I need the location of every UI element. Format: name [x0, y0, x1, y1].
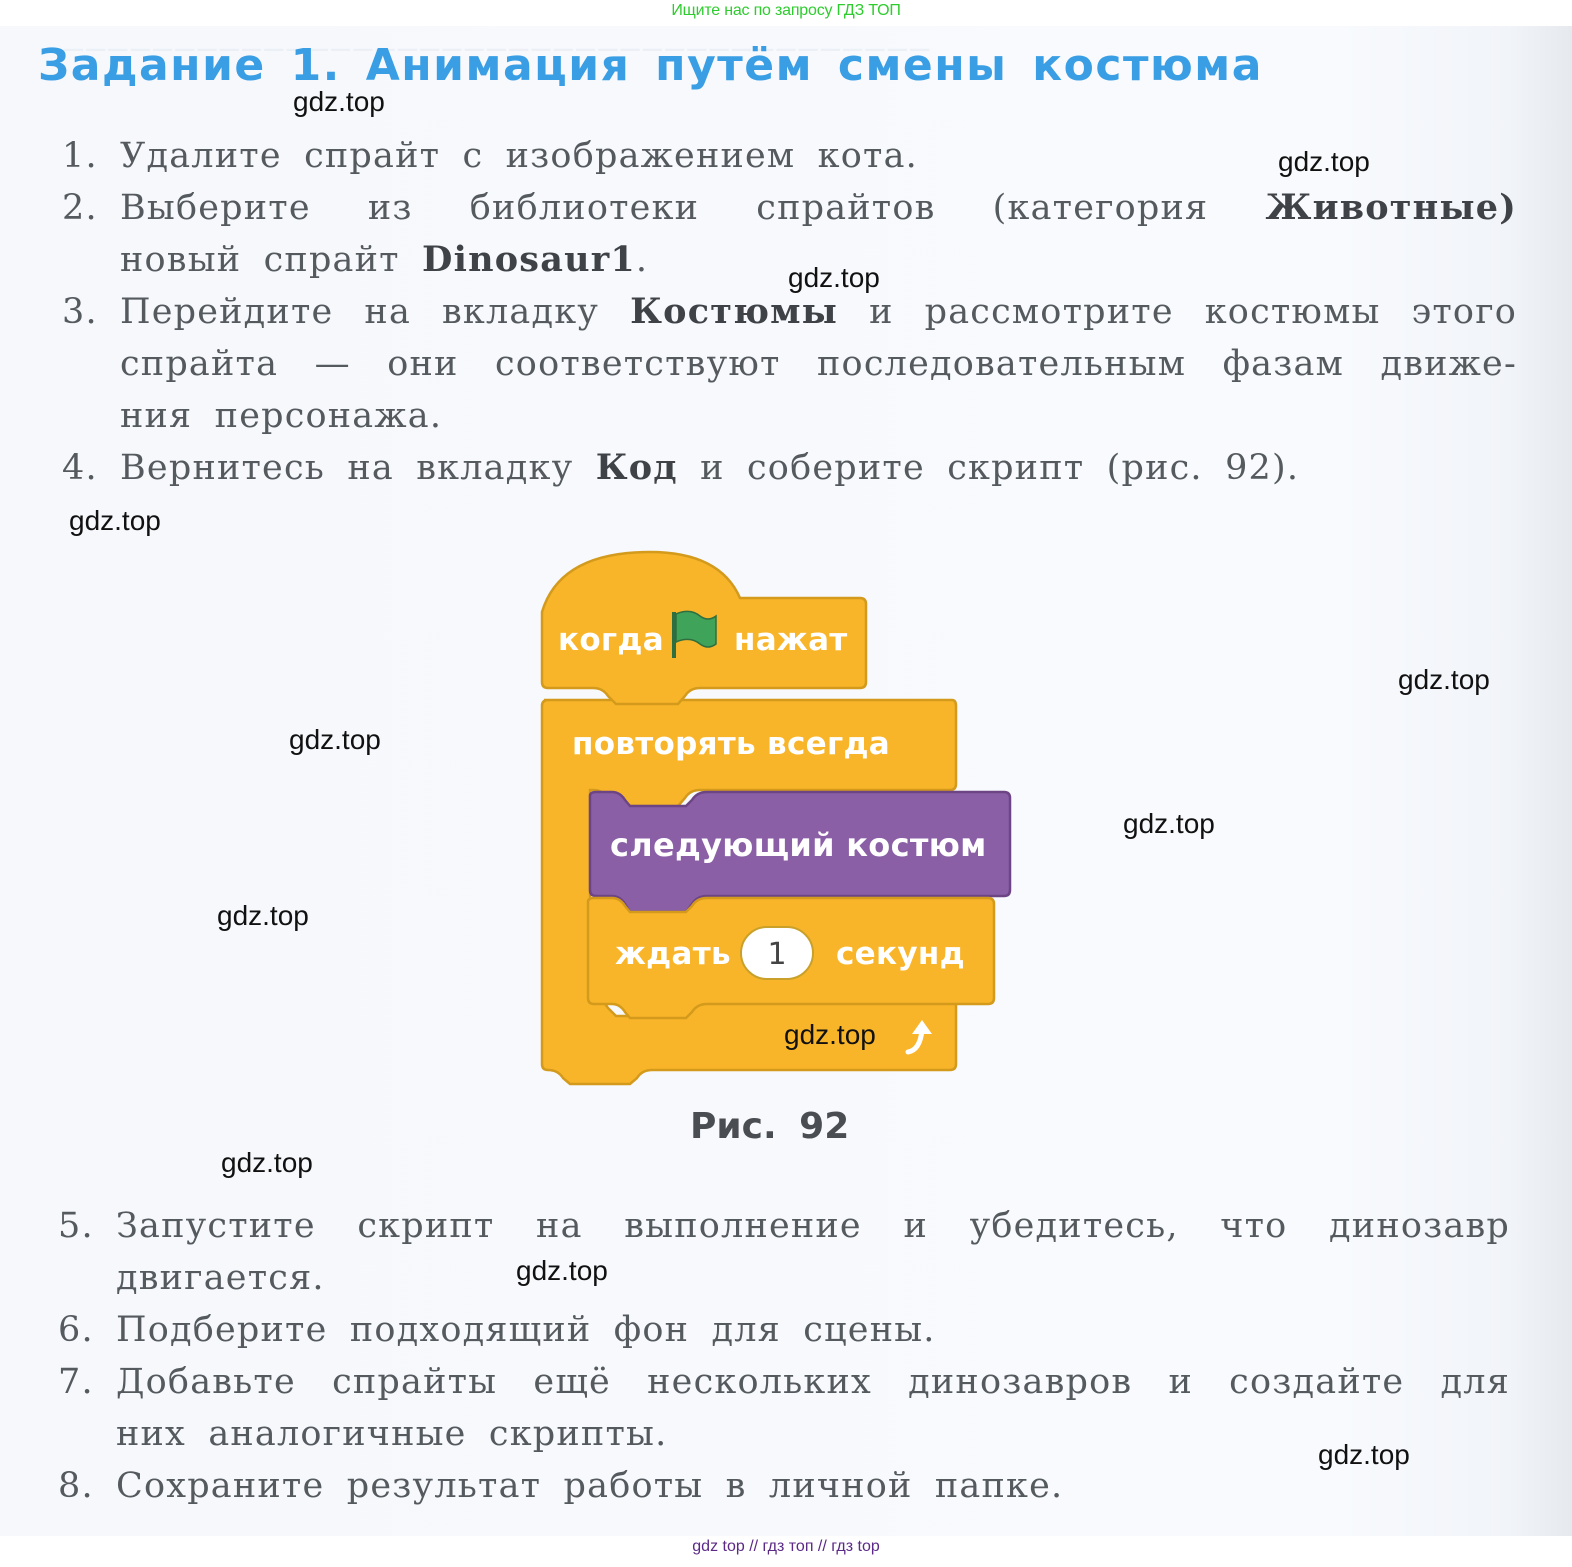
- watermark: gdz.top: [784, 1019, 876, 1050]
- watermark: gdz.top: [221, 1147, 313, 1178]
- forever-block-label: повторять всегда: [572, 726, 891, 762]
- wait-seconds-input: 1: [740, 926, 814, 980]
- step-line: спрайта — они соответствуют последовател…: [120, 344, 1517, 384]
- wait-block-label: ждать: [615, 936, 731, 972]
- watermark: gdz.top: [1398, 664, 1490, 695]
- step-number: 3.: [62, 292, 98, 332]
- step-number: 2.: [62, 188, 98, 228]
- step-line: них аналогичные скрипты.: [116, 1414, 668, 1454]
- watermark: gdz.top: [69, 505, 161, 536]
- step-line: Перейдите на вкладку Костюмы и рассмотри…: [120, 291, 1518, 332]
- top-banner: Ищите нас по запросу ГДЗ ТОП: [671, 2, 901, 19]
- bold-term-animals: Животные): [1265, 187, 1518, 228]
- bold-term-costumes: Костюмы: [630, 291, 839, 332]
- step-number: 5.: [58, 1206, 94, 1246]
- step-line: Запустите скрипт на выполнение и убедите…: [116, 1206, 1510, 1246]
- step-line: новый спрайт Dinosaur1.: [120, 239, 649, 280]
- step-line: Добавьте спрайты ещё нескольких динозавр…: [116, 1362, 1510, 1402]
- step-line: Вернитесь на вкладку Код и соберите скри…: [120, 447, 1300, 488]
- step-line: Сохраните результат работы в личной папк…: [116, 1466, 1064, 1506]
- hat-block-label-clicked: нажат: [734, 622, 848, 658]
- watermark: gdz.top: [217, 900, 309, 931]
- step-line: ния персонажа.: [120, 396, 443, 436]
- next-costume-block-label: следующий костюм: [610, 826, 987, 864]
- watermark: gdz.top: [1318, 1439, 1410, 1470]
- step-text: Удалите спрайт с изображением кота.: [120, 136, 918, 176]
- task-heading: Задание 1. Анимация путём смены костюма: [38, 40, 1263, 91]
- bold-term-code: Код: [595, 447, 678, 488]
- bottom-banner: gdz top // гдз топ // гдз top: [692, 1538, 880, 1555]
- bold-term-dinosaur1: Dinosaur1: [422, 239, 636, 280]
- watermark: gdz.top: [1123, 808, 1215, 839]
- watermark: gdz.top: [289, 724, 381, 755]
- step-number: 7.: [58, 1362, 94, 1402]
- watermark: gdz.top: [293, 86, 385, 117]
- bleed-through-text: ‒‒‒‒‒‒‒‒‒‒‒‒‒‒‒‒‒‒‒‒‒‒‒‒‒‒‒‒‒‒‒‒‒‒‒‒‒‒‒‒: [40, 28, 931, 68]
- step-number: 1.: [62, 136, 98, 176]
- step-line: Выберите из библиотеки спрайтов (категор…: [120, 187, 1518, 228]
- hat-block-label-when: когда: [558, 622, 664, 658]
- step-line: Подберите подходящий фон для сцены.: [116, 1310, 936, 1350]
- watermark: gdz.top: [788, 262, 880, 293]
- step-number: 8.: [58, 1466, 94, 1506]
- step-line: двигается.: [116, 1258, 325, 1298]
- wait-block-unit-label: секунд: [836, 936, 965, 972]
- watermark: gdz.top: [1278, 146, 1370, 177]
- figure-caption: Рис. 92: [690, 1106, 850, 1147]
- watermark: gdz.top: [516, 1255, 608, 1286]
- step-number: 6.: [58, 1310, 94, 1350]
- step-number: 4.: [62, 448, 98, 488]
